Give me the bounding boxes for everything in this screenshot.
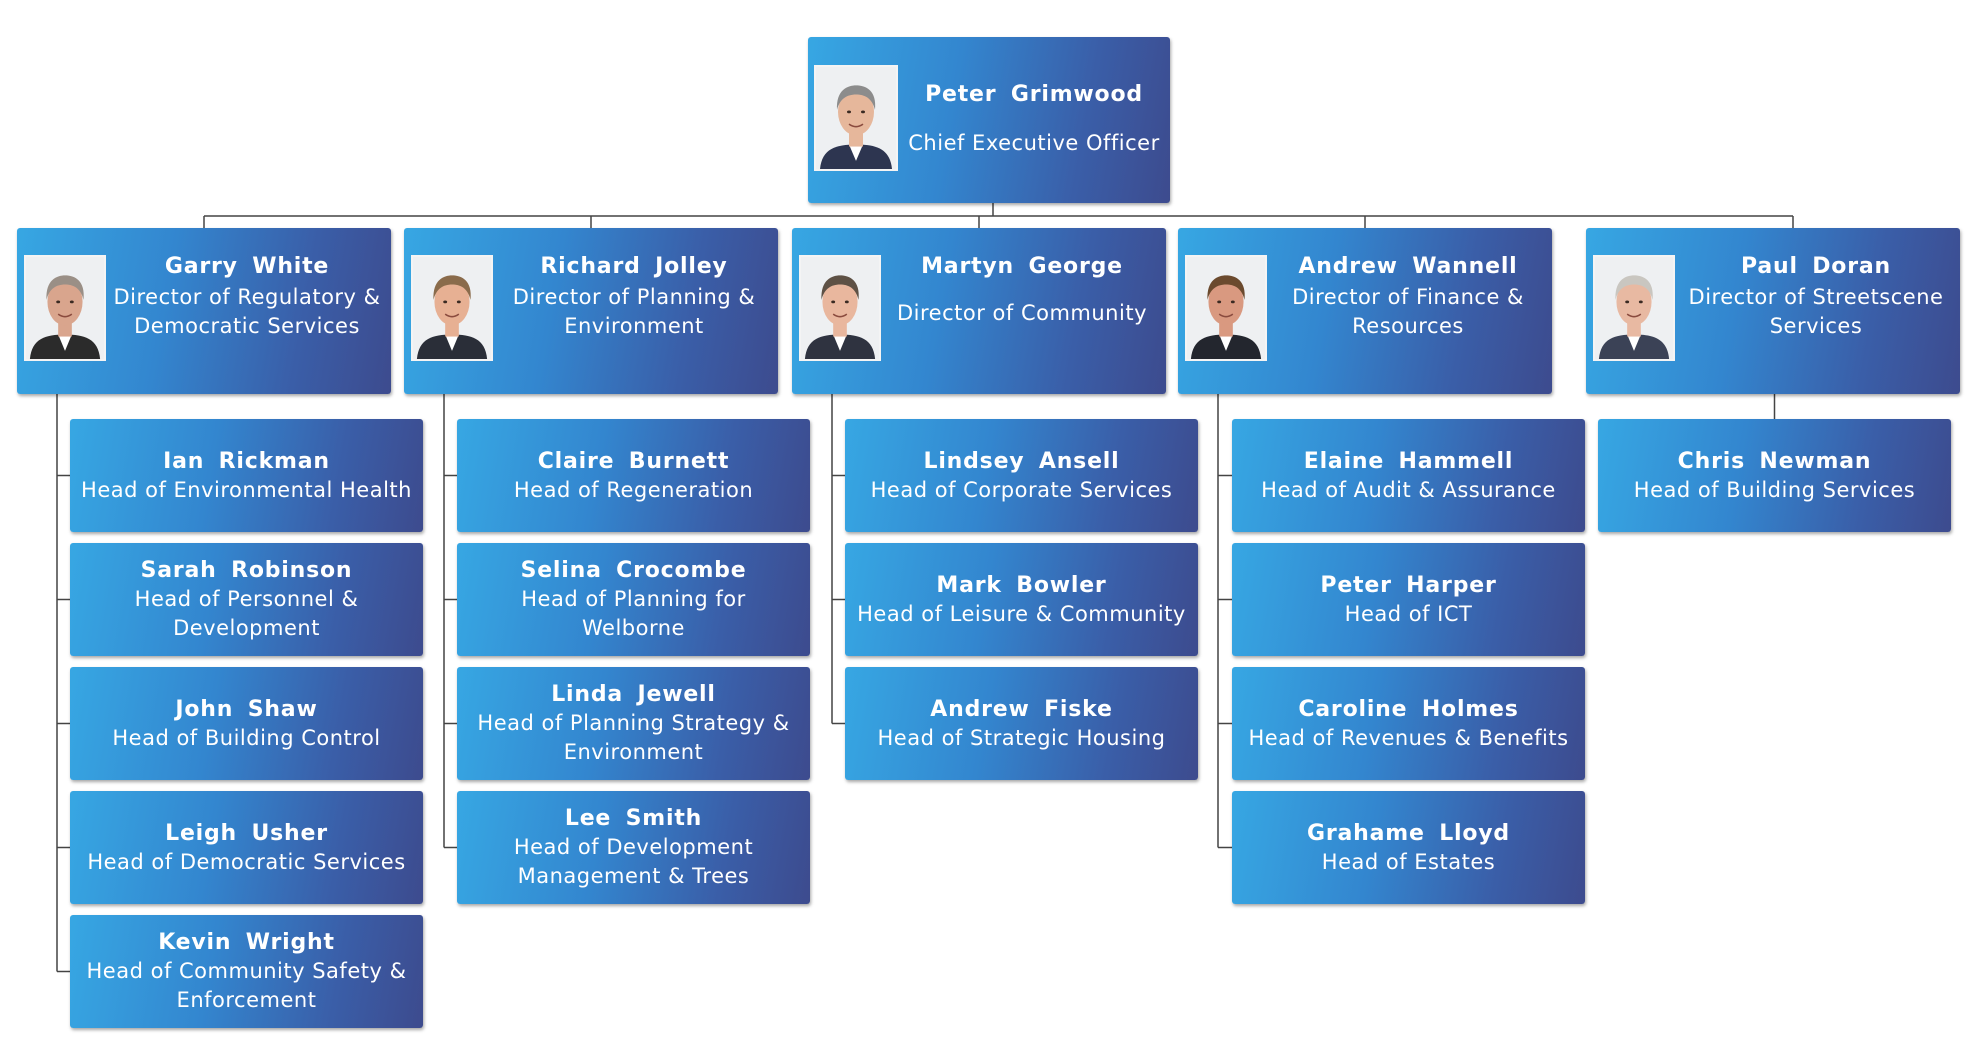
director-role-line: Director of Regulatory & <box>113 285 381 309</box>
staff-name: Chris Newman <box>1677 448 1872 474</box>
portrait-icon <box>801 257 879 359</box>
director-role-line: Resources <box>1352 314 1464 338</box>
staff-role-line: Head of Planning Strategy & <box>477 711 790 735</box>
ceo-name: Peter Grimwood <box>925 82 1143 107</box>
staff-role-line: Head of Development <box>513 835 754 859</box>
staff-name: Claire Burnett <box>537 448 730 474</box>
staff-name: Leigh Usher <box>165 820 328 846</box>
director-name: Richard Jolley <box>540 254 728 279</box>
director-photo <box>411 255 493 361</box>
staff-name: Lee Smith <box>564 806 703 831</box>
staff-role-line: Head of Regeneration <box>513 477 754 502</box>
staff-role-line: Head of ICT <box>1344 601 1473 626</box>
staff-role-line: Head of Democratic Services <box>87 849 406 874</box>
staff-name: Lindsey Ansell <box>923 448 1120 474</box>
director-role-line: Director of Streetscene <box>1688 285 1944 309</box>
staff-name: Mark Bowler <box>936 572 1107 598</box>
staff-role-line: Management & Trees <box>517 864 750 888</box>
director-role-line: Democratic Services <box>134 314 360 338</box>
director-role-line: Director of Finance & <box>1292 285 1524 309</box>
director-role-line: Director of Planning & <box>512 285 756 309</box>
staff-role-line: Head of Planning for <box>521 587 746 611</box>
director-role-line: Environment <box>564 314 704 338</box>
ceo-photo <box>814 65 898 171</box>
staff-role-line: Head of Leisure & Community <box>857 601 1186 626</box>
staff-role-line: Head of Personnel & <box>134 587 359 611</box>
staff-role-line: Head of Revenues & Benefits <box>1248 725 1569 750</box>
staff-name: Caroline Holmes <box>1298 696 1519 722</box>
portrait-icon <box>413 257 491 359</box>
staff-role-line: Head of Corporate Services <box>870 477 1173 502</box>
staff-role-line: Head of Environmental Health <box>81 477 412 502</box>
staff-role-line: Head of Community Safety & <box>86 959 407 983</box>
staff-role-line: Enforcement <box>176 988 317 1012</box>
staff-name: Peter Harper <box>1320 572 1497 598</box>
staff-role-line: Head of Building Services <box>1633 477 1916 502</box>
staff-role-line: Development <box>173 616 320 640</box>
portrait-icon <box>26 257 104 359</box>
portrait-icon <box>1187 257 1265 359</box>
staff-role-line: Head of Building Control <box>112 725 381 750</box>
portrait-icon <box>816 67 896 169</box>
staff-name: Linda Jewell <box>551 682 716 707</box>
director-name: Andrew Wannell <box>1298 254 1518 279</box>
director-name: Paul Doran <box>1741 254 1891 279</box>
staff-name: Elaine Hammell <box>1303 448 1514 474</box>
staff-name: Kevin Wright <box>158 930 335 955</box>
staff-name: Grahame Lloyd <box>1307 820 1510 846</box>
staff-role-line: Environment <box>563 740 704 764</box>
director-photo <box>24 255 106 361</box>
staff-name: Sarah Robinson <box>140 558 353 583</box>
staff-name: Andrew Fiske <box>930 696 1113 722</box>
staff-role-line: Head of Audit & Assurance <box>1261 477 1556 502</box>
director-name: Garry White <box>164 254 330 279</box>
portrait-icon <box>1595 257 1673 359</box>
staff-role-line: Head of Estates <box>1321 849 1496 874</box>
staff-role-line: Head of Strategic Housing <box>877 725 1166 750</box>
director-name: Martyn George <box>921 254 1123 279</box>
staff-role-line: Welborne <box>582 616 685 640</box>
ceo-role: Chief Executive Officer <box>908 131 1160 155</box>
director-photo <box>799 255 881 361</box>
director-role-line: Director of Community <box>897 301 1147 325</box>
staff-name: Ian Rickman <box>163 448 330 474</box>
staff-name: Selina Crocombe <box>520 558 747 583</box>
staff-name: John Shaw <box>175 696 318 722</box>
director-photo <box>1593 255 1675 361</box>
director-photo <box>1185 255 1267 361</box>
director-role-line: Services <box>1769 314 1863 338</box>
